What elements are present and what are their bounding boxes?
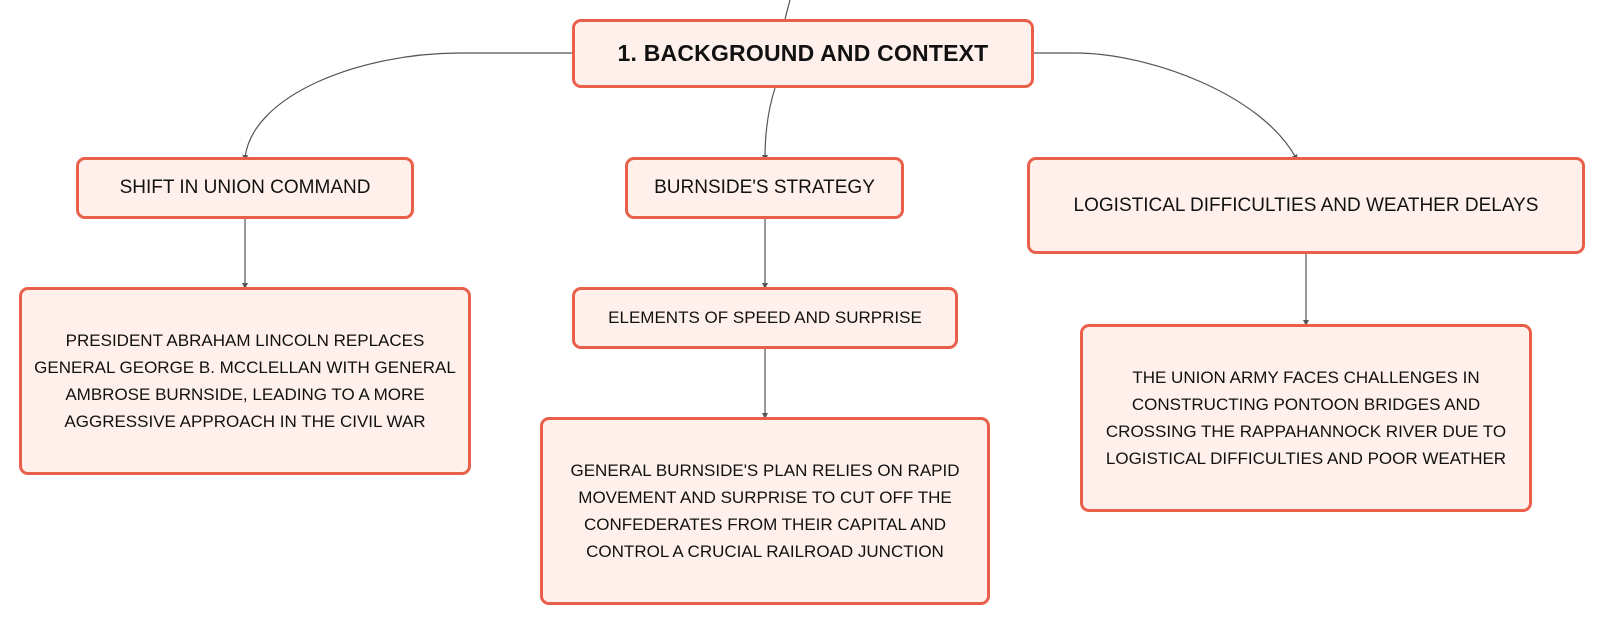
branch-node-burnsides-strategy[interactable]: BURNSIDE'S STRATEGY [625,157,904,219]
branch-label: SHIFT IN UNION COMMAND [119,177,371,198]
leaf-node-lincoln-replaces-mcclellan[interactable]: PRESIDENT ABRAHAM LINCOLN REPLACES GENER… [19,287,471,475]
leaf-label: PRESIDENT ABRAHAM LINCOLN REPLACES GENER… [34,331,456,431]
leaf-node-pontoon-bridges[interactable]: THE UNION ARMY FACES CHALLENGES IN CONST… [1080,324,1532,512]
leaf-node-burnside-plan[interactable]: GENERAL BURNSIDE'S PLAN RELIES ON RAPID … [540,417,990,605]
root-topic-label: 1. BACKGROUND AND CONTEXT [617,40,989,66]
connector-from-parent [784,0,791,21]
root-topic-node[interactable]: 1. BACKGROUND AND CONTEXT [572,19,1034,88]
subtopic-label: ELEMENTS OF SPEED AND SURPRISE [608,308,922,327]
connector-root-to-strategy [762,87,776,161]
connector-root-to-shift [242,52,572,161]
leaf-label: GENERAL BURNSIDE'S PLAN RELIES ON RAPID … [570,461,960,561]
leaf-label: THE UNION ARMY FACES CHALLENGES IN CONST… [1105,368,1507,468]
subtopic-node-speed-and-surprise[interactable]: ELEMENTS OF SPEED AND SURPRISE [572,287,958,349]
connector-root-to-logistics [1032,52,1298,161]
branch-label: LOGISTICAL DIFFICULTIES AND WEATHER DELA… [1073,194,1539,216]
branch-node-logistical-difficulties[interactable]: LOGISTICAL DIFFICULTIES AND WEATHER DELA… [1027,157,1585,254]
branch-label: BURNSIDE'S STRATEGY [654,177,875,198]
branch-node-shift-in-union-command[interactable]: SHIFT IN UNION COMMAND [76,157,414,219]
